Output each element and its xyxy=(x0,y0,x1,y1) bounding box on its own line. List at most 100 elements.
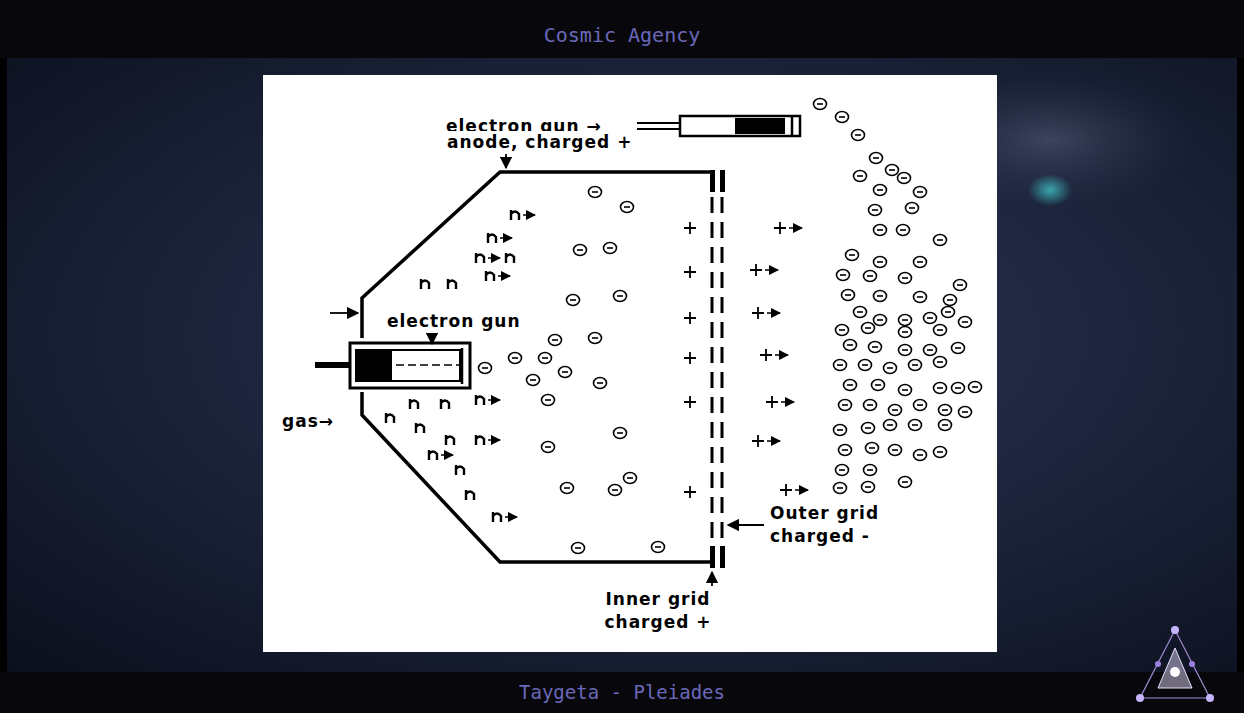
electron-symbol xyxy=(577,249,583,251)
electron-symbol xyxy=(604,243,617,254)
electron-symbol xyxy=(837,487,843,489)
electron-symbol xyxy=(909,420,922,431)
electron-symbol xyxy=(899,327,912,338)
positive-ion-symbol xyxy=(766,396,794,408)
electron-symbol xyxy=(934,325,947,336)
electron-symbol xyxy=(969,382,982,393)
electron-symbol xyxy=(559,367,572,378)
electron-symbol xyxy=(952,343,965,354)
electron-symbol xyxy=(839,116,845,118)
electron-symbol xyxy=(845,294,851,296)
electron-symbol xyxy=(839,329,845,331)
electron-symbol xyxy=(621,202,634,213)
electron-symbol xyxy=(884,420,897,431)
inner-grid xyxy=(710,170,715,192)
electron-symbol xyxy=(846,250,859,261)
electron-symbol xyxy=(539,353,552,364)
logo-dot xyxy=(1171,626,1179,634)
electron-symbol xyxy=(842,290,855,301)
electron-symbol xyxy=(899,385,912,396)
electron-symbol xyxy=(597,382,603,384)
electron-symbol xyxy=(857,311,863,313)
electron-symbol xyxy=(864,465,877,476)
electron-symbol xyxy=(942,424,948,426)
electron-symbol xyxy=(952,343,965,354)
electron-symbol xyxy=(837,429,843,431)
electron-symbol xyxy=(869,205,882,216)
electron-symbol xyxy=(952,383,965,394)
electron-symbol xyxy=(902,277,908,279)
electron-symbol xyxy=(889,445,902,456)
leader-arrow xyxy=(711,572,713,586)
electron-symbol xyxy=(898,173,911,184)
electron-symbol xyxy=(914,257,927,268)
positive-ion-symbol xyxy=(684,222,696,234)
positive-ion-symbol xyxy=(750,264,778,276)
electron-symbol xyxy=(889,405,902,416)
electron-symbol xyxy=(609,485,622,496)
electron-symbol xyxy=(899,477,912,488)
neutral-atom-symbol xyxy=(511,210,535,220)
outer-grid xyxy=(720,170,725,192)
logo-dot xyxy=(1136,694,1144,702)
electron-symbol xyxy=(899,315,912,326)
neutral-atom-symbol xyxy=(386,413,394,423)
electron-symbol xyxy=(545,399,551,401)
electron-symbol xyxy=(874,185,887,196)
electron-symbol xyxy=(939,420,952,431)
electron-symbol xyxy=(844,340,857,351)
electron-symbol xyxy=(624,206,630,208)
electron-symbol xyxy=(914,257,927,268)
electron-symbol xyxy=(842,290,855,301)
electron-symbol xyxy=(574,245,587,256)
electron-symbol xyxy=(592,337,598,339)
neutral-atom-symbol xyxy=(448,279,456,289)
electron-symbol xyxy=(866,443,879,454)
electron-symbol xyxy=(877,261,883,263)
motion-arrow xyxy=(488,257,500,259)
electron-symbol xyxy=(924,313,937,324)
electron-symbol xyxy=(899,327,912,338)
neutral-atom-symbol xyxy=(476,395,484,405)
electron-symbol xyxy=(937,387,943,389)
electron-gun-symbol xyxy=(360,364,462,366)
electron-symbol xyxy=(954,280,967,291)
electron-symbol xyxy=(834,483,847,494)
neutral-atom-symbol xyxy=(486,271,494,281)
grid-label: Outer grid charged - xyxy=(768,502,894,548)
header-title: Cosmic Agency xyxy=(0,22,1244,48)
electron-symbol xyxy=(874,315,887,326)
electron-symbol xyxy=(652,542,665,553)
electron-symbol xyxy=(897,225,910,236)
electron-symbol xyxy=(877,229,883,231)
electron-symbol xyxy=(859,360,872,371)
electron-symbol xyxy=(561,483,574,494)
electron-symbol xyxy=(912,424,918,426)
footer-bar xyxy=(0,672,1244,713)
motion-arrow xyxy=(488,399,500,401)
electron-gun-symbol xyxy=(735,118,785,134)
electron-symbol xyxy=(934,357,947,368)
electron-symbol xyxy=(844,380,857,391)
electron-symbol xyxy=(867,404,873,406)
electron-symbol xyxy=(572,543,585,554)
electron-symbol xyxy=(897,225,910,236)
electron-symbol xyxy=(614,428,627,439)
electron-symbol xyxy=(834,425,847,436)
electron-symbol xyxy=(847,344,853,346)
electron-symbol xyxy=(917,191,923,193)
neutral-atom-symbol xyxy=(446,435,454,445)
electron-symbol xyxy=(899,477,912,488)
inner-grid xyxy=(711,172,714,566)
motion-arrow xyxy=(523,214,535,216)
electron-symbol xyxy=(874,257,887,268)
electron-symbol xyxy=(899,273,912,284)
outer-grid xyxy=(721,172,724,566)
electron-symbol xyxy=(874,291,887,302)
neutral-atom-symbol xyxy=(429,450,453,460)
electron-symbol xyxy=(902,331,908,333)
electron-symbol xyxy=(869,342,882,353)
electron-symbol xyxy=(899,273,912,284)
electron-symbol xyxy=(867,275,873,277)
